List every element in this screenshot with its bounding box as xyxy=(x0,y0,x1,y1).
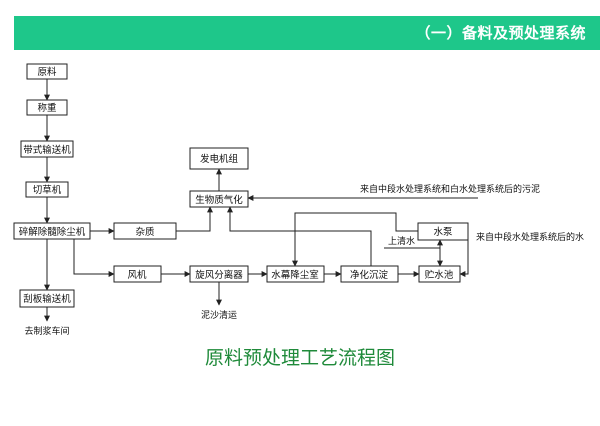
node-label-straw-cutter: 切草机 xyxy=(33,184,62,196)
node-label-water-curtain-chamber: 水幕降尘室 xyxy=(271,269,319,281)
node-label-crusher: 碎解除髓除尘机 xyxy=(19,226,86,238)
node-label-scraper-conveyor: 刮板输送机 xyxy=(23,293,71,305)
header-bar: （一）备料及预处理系统 xyxy=(14,16,600,50)
node-label-raw-material: 原料 xyxy=(37,66,57,78)
node-label-purification-sedimentation: 净化沉淀 xyxy=(350,269,389,281)
node-label-belt-conveyor: 带式输送机 xyxy=(23,144,71,156)
node-straw-cutter: 切草机 xyxy=(25,181,69,198)
node-weighing: 称重 xyxy=(26,99,68,116)
note-clean-water: 上清水 xyxy=(388,235,415,247)
node-impurities: 杂质 xyxy=(113,222,177,240)
node-label-biomass-gasification: 生物质气化 xyxy=(195,194,243,206)
note-to-pulping: 去制浆车间 xyxy=(24,325,69,337)
node-water-curtain-chamber: 水幕降尘室 xyxy=(266,265,325,283)
node-crusher: 碎解除髓除尘机 xyxy=(13,222,91,240)
node-belt-conveyor: 带式输送机 xyxy=(20,140,74,158)
node-generator-set: 发电机组 xyxy=(189,147,249,170)
flow-edges xyxy=(44,79,478,322)
flow-notes: 去制浆车间 泥沙清运 来自中段水处理系统和白水处理系统后的污泥 上清水 来自中段… xyxy=(24,183,584,337)
edge-pump-to-water-curtain xyxy=(292,212,418,267)
node-purification-sedimentation: 净化沉淀 xyxy=(340,265,399,283)
node-raw-material: 原料 xyxy=(26,63,68,80)
node-water-storage-tank: 贮水池 xyxy=(418,265,461,283)
node-water-pump: 水泵 xyxy=(417,222,469,241)
edge-impurities-to-gasification xyxy=(176,206,213,232)
node-fan: 风机 xyxy=(113,265,162,283)
note-sludge-source: 来自中段水处理系统和白水处理系统后的污泥 xyxy=(360,183,540,195)
node-label-cyclone-separator: 旋风分离器 xyxy=(195,269,243,281)
node-label-fan: 风机 xyxy=(127,269,147,281)
node-scraper-conveyor: 刮板输送机 xyxy=(19,289,75,308)
edge-clean-water-to-tank xyxy=(384,247,443,267)
note-water-source: 来自中段水处理系统后的水 xyxy=(476,231,584,243)
node-label-water-pump: 水泵 xyxy=(433,226,453,238)
node-label-weighing: 称重 xyxy=(37,102,57,114)
edge-crusher-to-fan xyxy=(73,239,115,277)
edge-purification-to-gasification xyxy=(227,206,372,266)
flow-nodes: 原料 称重 带式输送机 切草机 碎解除髓除尘机 刮板输送机 杂质 风机 xyxy=(13,63,469,308)
node-label-generator-set: 发电机组 xyxy=(200,153,239,165)
note-sludge-removal: 泥沙清运 xyxy=(201,309,237,321)
node-label-water-storage-tank: 贮水池 xyxy=(425,269,454,281)
section-title: （一）备料及预处理系统 xyxy=(415,24,586,42)
node-cyclone-separator: 旋风分离器 xyxy=(189,265,249,283)
node-biomass-gasification: 生物质气化 xyxy=(189,190,249,208)
diagram-caption: 原料预处理工艺流程图 xyxy=(204,347,395,369)
edge-water-source-to-tank xyxy=(459,240,469,277)
node-label-impurities: 杂质 xyxy=(135,226,155,238)
